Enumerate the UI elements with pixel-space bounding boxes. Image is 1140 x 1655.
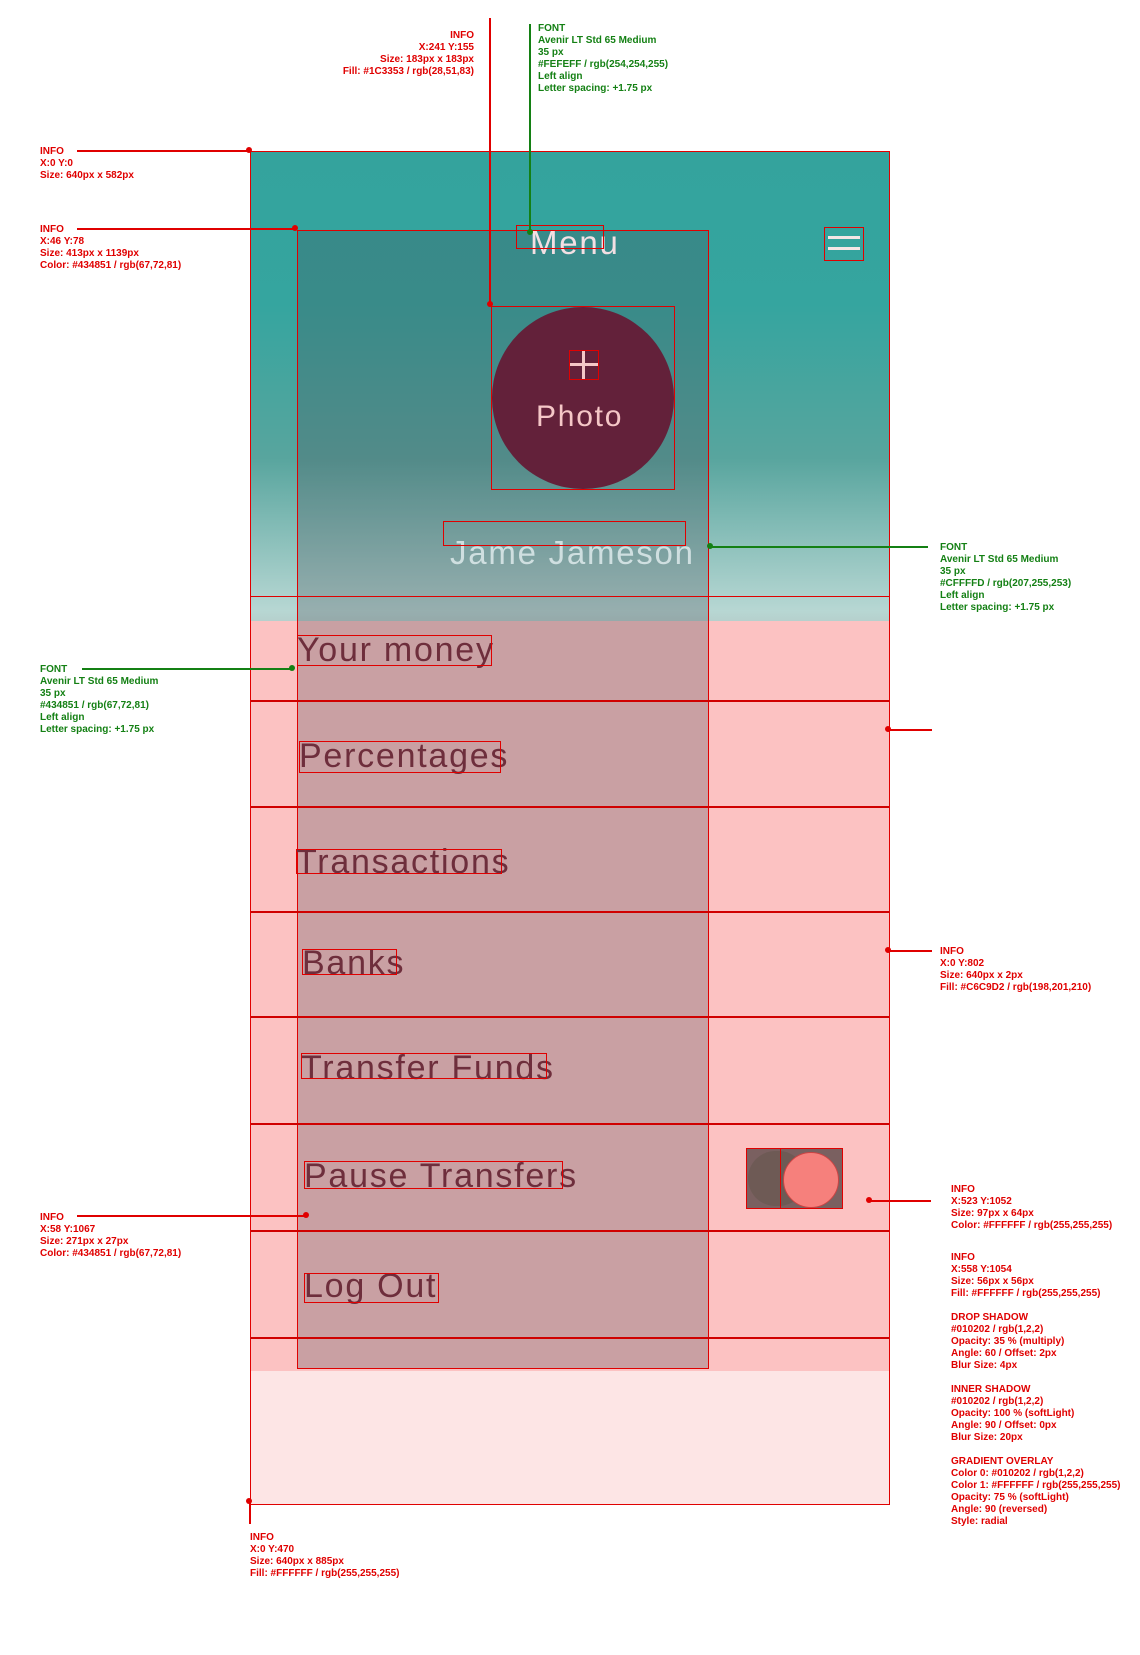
leader-dot <box>292 225 298 231</box>
header-info-note: INFO X:0 Y:0 Size: 640px x 582px <box>40 146 134 181</box>
drop-shadow-note: DROP SHADOW #010202 / rgb(1,2,2) Opacity… <box>951 1312 1065 1371</box>
item-bounds <box>304 1161 563 1189</box>
row-divider <box>251 1016 889 1018</box>
plus-icon-vertical <box>582 351 585 379</box>
row-divider <box>251 700 889 702</box>
user-name: Jame Jameson <box>450 534 695 571</box>
leader-dot <box>246 1498 252 1504</box>
gradient-overlay-note: GRADIENT OVERLAY Color 0: #010202 / rgb(… <box>951 1456 1121 1527</box>
menu-item-transfer-funds[interactable]: Transfer Funds <box>301 1049 555 1087</box>
title-font-note: FONT Avenir LT Std 65 Medium 35 px #FEFE… <box>538 23 669 94</box>
leader-dot <box>289 665 295 671</box>
toggle-knob <box>783 1152 839 1208</box>
item-font-note: FONT Avenir LT Std 65 Medium 35 px #4348… <box>40 664 159 735</box>
leader-line <box>249 1500 251 1524</box>
phone-screen: Menu Photo Jame Jameson Your money Perce… <box>250 151 890 1505</box>
drawer-info-note: INFO X:46 Y:78 Size: 413px x 1139px Colo… <box>40 224 182 271</box>
leader-dot <box>246 147 252 153</box>
leader-line <box>77 150 251 152</box>
menu-item-banks[interactable]: Banks <box>302 944 406 982</box>
item-bounds <box>304 1273 439 1303</box>
knob-info-note: INFO X:558 Y:1054 Size: 56px x 56px Fill… <box>951 1252 1101 1299</box>
leader-dot <box>866 1197 872 1203</box>
leader-line <box>82 668 293 670</box>
item-bounds <box>296 849 502 874</box>
leader-dot <box>527 229 533 235</box>
title-bounds <box>516 225 604 249</box>
plus-bounds <box>569 350 599 380</box>
leader-dot <box>885 947 891 953</box>
row-divider <box>251 911 889 913</box>
row-divider <box>251 806 889 808</box>
leader-dot <box>707 543 713 549</box>
menu-item-your-money[interactable]: Your money <box>297 631 495 669</box>
toggle-info-note: INFO X:523 Y:1052 Size: 97px x 64px Colo… <box>951 1184 1113 1231</box>
menu-item-transactions[interactable]: Transactions <box>296 843 511 881</box>
row-divider <box>251 1230 889 1232</box>
leader-line <box>888 729 932 731</box>
toggle-divider <box>780 1148 781 1209</box>
leader-line <box>77 228 297 230</box>
leader-line <box>77 1215 307 1217</box>
header-divider <box>251 596 889 597</box>
item-bounds <box>299 741 501 773</box>
leader-dot <box>885 726 891 732</box>
item-bounds <box>302 949 397 975</box>
leader-line <box>711 546 928 548</box>
user-name-bounds <box>443 521 686 546</box>
inner-shadow-note: INNER SHADOW #010202 / rgb(1,2,2) Opacit… <box>951 1384 1075 1443</box>
leader-dot <box>487 301 493 307</box>
menu-item-percentages[interactable]: Percentages <box>299 737 510 775</box>
leader-dot <box>303 1212 309 1218</box>
photo-info-note: INFO X:241 Y:155 Size: 183px x 183px Fil… <box>342 30 474 77</box>
menu-item-log-out[interactable]: Log Out <box>304 1267 438 1305</box>
item-bounds <box>297 635 492 666</box>
name-font-note: FONT Avenir LT Std 65 Medium 35 px #CFFF… <box>940 542 1072 613</box>
leader-line <box>869 1200 931 1202</box>
leader-line <box>888 950 932 952</box>
photo-label: Photo <box>536 400 624 433</box>
row-divider <box>251 1123 889 1125</box>
photo-bounds <box>491 306 675 490</box>
list-tint <box>251 621 889 1371</box>
row-divider <box>251 1337 889 1339</box>
divider-info-note: INFO X:0 Y:802 Size: 640px x 2px Fill: #… <box>940 946 1092 993</box>
profile-photo-button[interactable] <box>492 307 674 489</box>
list-info-note: INFO X:0 Y:470 Size: 640px x 885px Fill:… <box>250 1532 400 1579</box>
leader-line <box>529 24 531 232</box>
leader-line <box>489 18 491 302</box>
item-bounds <box>301 1053 547 1079</box>
list-background <box>251 621 889 1504</box>
hamburger-menu-icon[interactable] <box>824 227 864 261</box>
pause-info-note: INFO X:58 Y:1067 Size: 271px x 27px Colo… <box>40 1212 182 1259</box>
